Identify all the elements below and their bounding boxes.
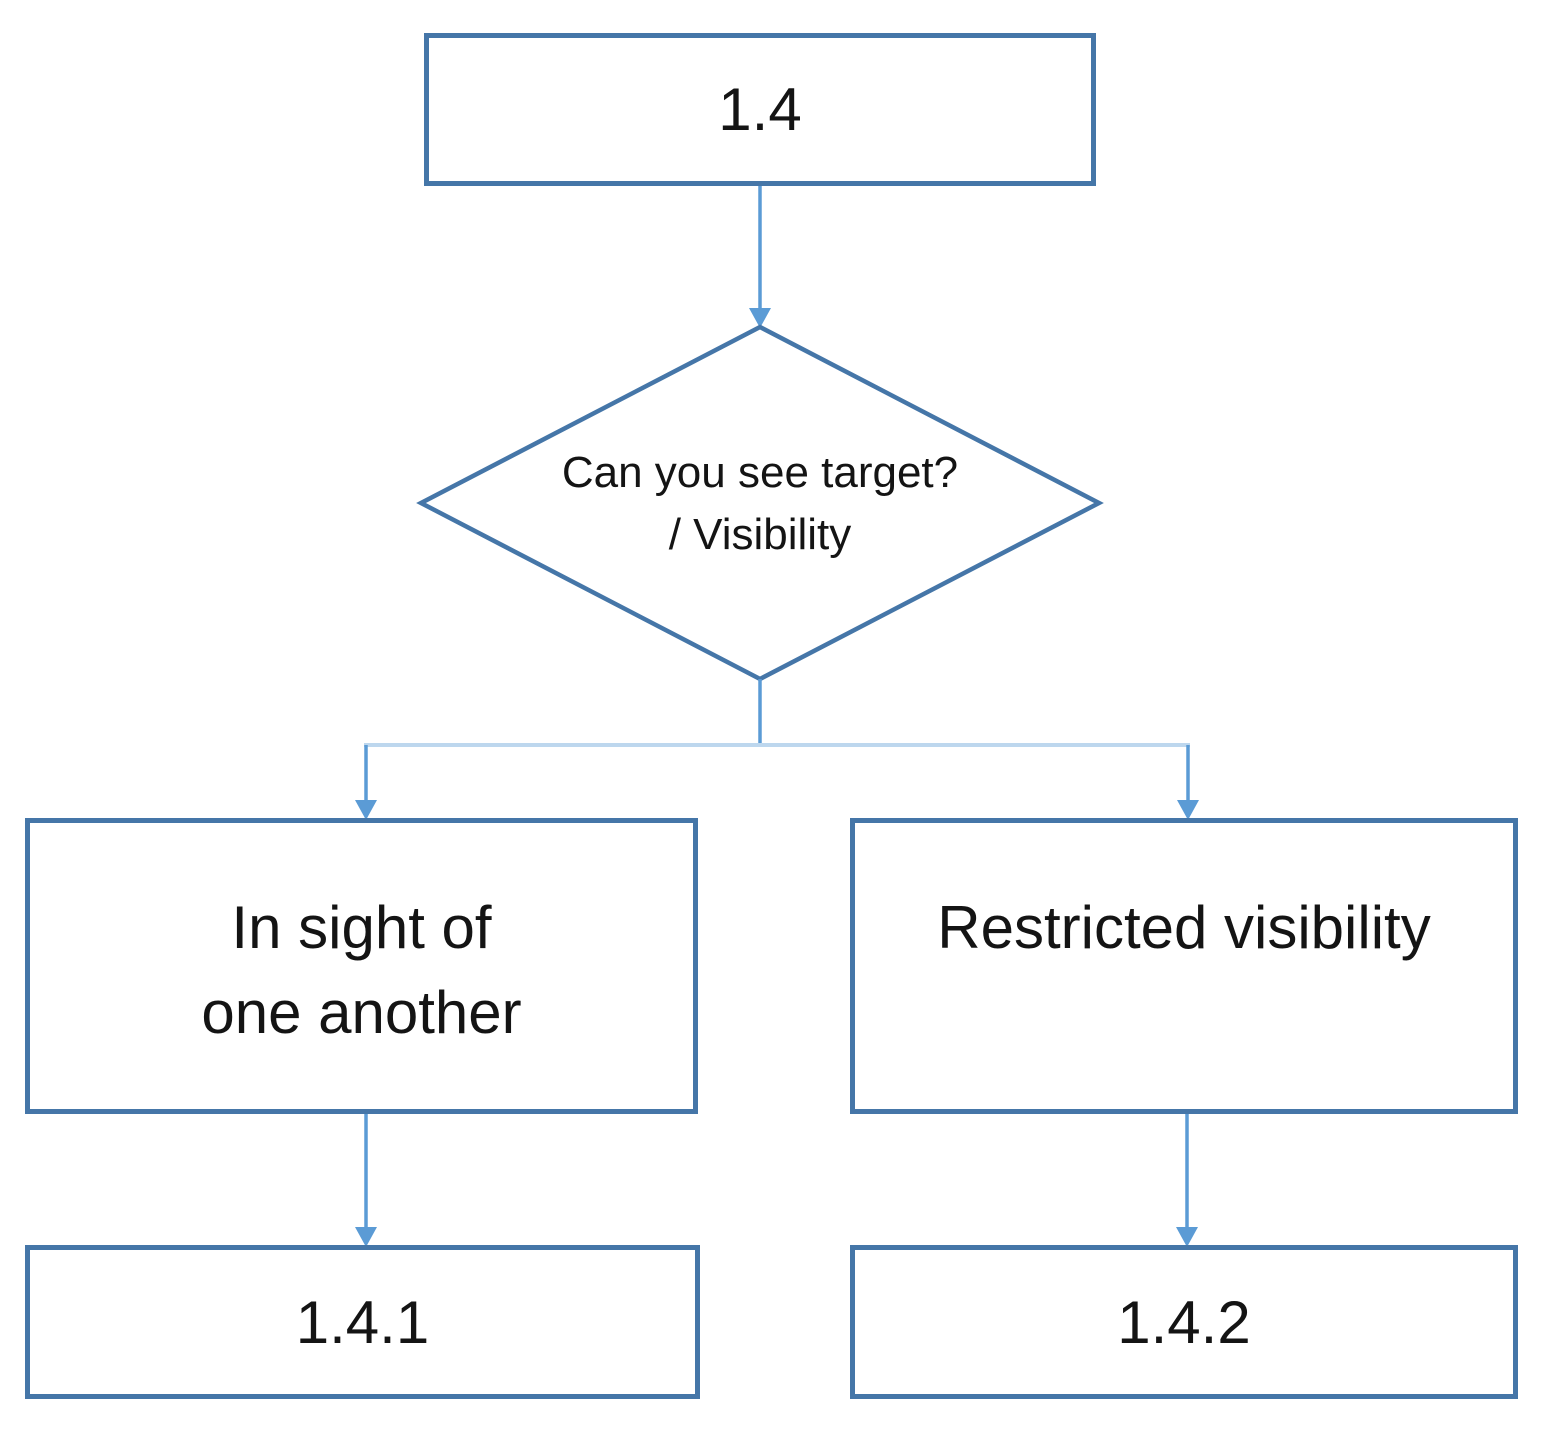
decision-label: Can you see target? / Visibility: [460, 442, 1060, 566]
node-restricted: Restricted visibility: [850, 818, 1518, 1114]
node-restricted-label: Restricted visibility: [937, 894, 1431, 961]
node-in-sight: In sight of one another: [25, 818, 698, 1114]
edge-to-in-sight-arrowhead-icon: [355, 800, 377, 820]
node-outcome-141-label: 1.4.1: [295, 1288, 430, 1356]
node-root: 1.4: [424, 33, 1096, 186]
node-outcome-142-label: 1.4.2: [1117, 1288, 1251, 1356]
node-in-sight-label-line1: In sight of: [231, 894, 492, 961]
node-outcome-142: 1.4.2: [850, 1245, 1518, 1399]
decision-label-line1: Can you see target?: [561, 448, 959, 497]
edge-to-restricted-arrowhead-icon: [1177, 800, 1199, 820]
edge-restricted-to-outcome-arrowhead-icon: [1176, 1227, 1198, 1247]
node-root-label: 1.4: [718, 76, 802, 143]
decision-label-line2: / Visibility: [668, 510, 852, 559]
edge-in-sight-to-outcome-arrowhead-icon: [355, 1227, 377, 1247]
node-in-sight-label-line2: one another: [201, 979, 522, 1046]
edge-root-to-decision-arrowhead-icon: [749, 308, 771, 328]
node-outcome-141: 1.4.1: [25, 1245, 700, 1399]
